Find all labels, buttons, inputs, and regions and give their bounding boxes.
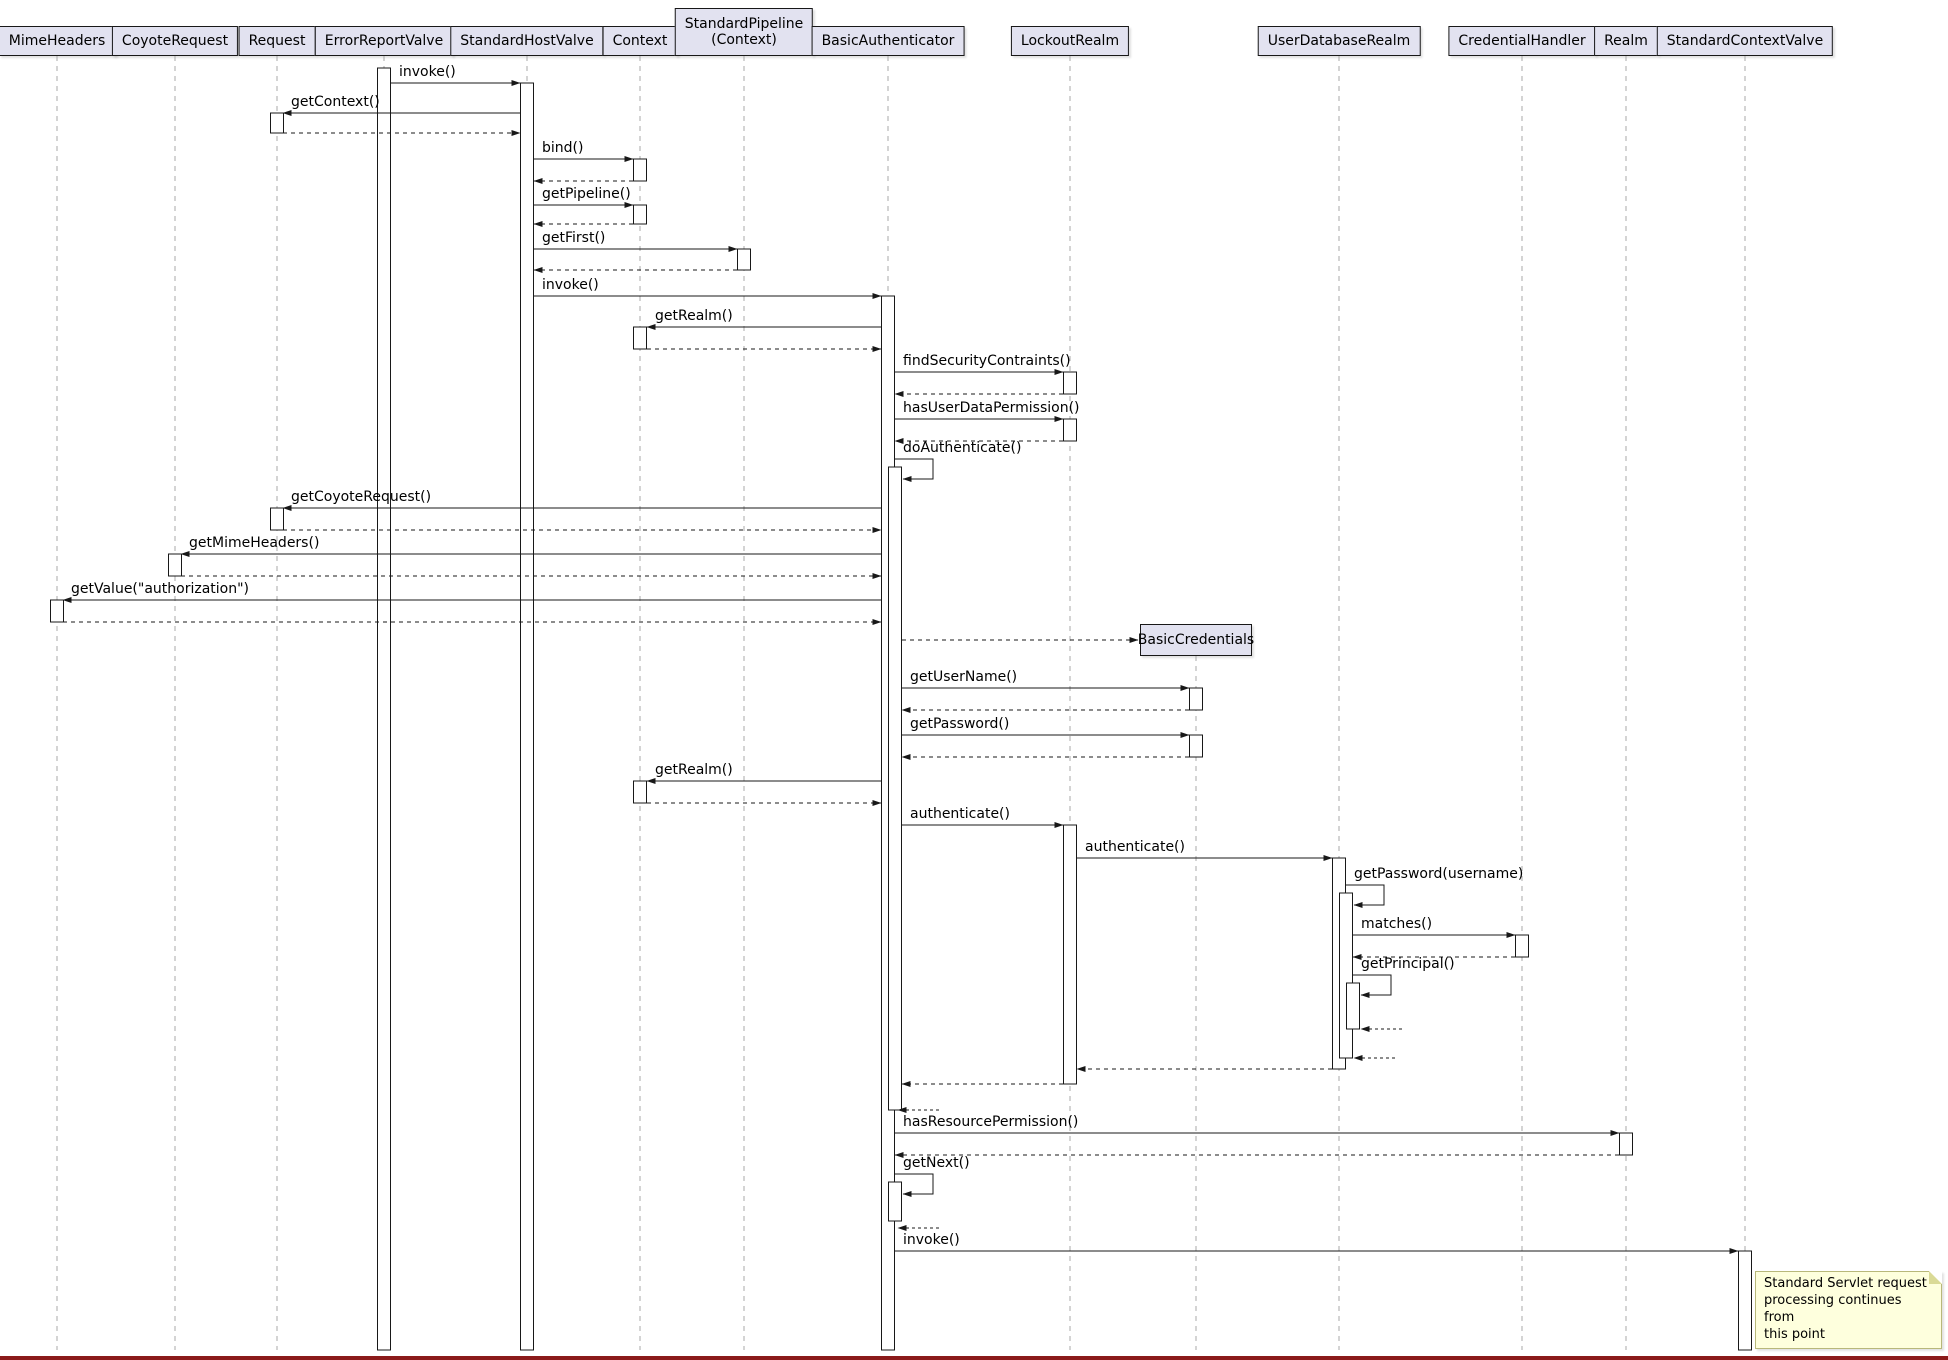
created-object-BasicCredentials: BasicCredentials bbox=[1138, 624, 1254, 656]
message-label: matches() bbox=[1361, 916, 1433, 932]
activation-bar bbox=[50, 599, 64, 623]
activation-bar bbox=[1346, 982, 1360, 1030]
message-label: hasResourcePermission() bbox=[903, 1114, 1079, 1130]
activation-bar bbox=[1189, 687, 1203, 711]
self-message-arrow bbox=[1346, 884, 1385, 908]
message-label: invoke() bbox=[399, 64, 456, 80]
activation-bar bbox=[888, 1181, 902, 1222]
participant-Realm: Realm bbox=[1594, 26, 1658, 56]
message-label: getPassword() bbox=[910, 716, 1010, 732]
message-label: getRealm() bbox=[655, 308, 733, 324]
activation-bar bbox=[1738, 1250, 1752, 1351]
message-label: getPrincipal() bbox=[1361, 956, 1455, 972]
activation-bar bbox=[633, 204, 647, 225]
participant-UserDatabaseRealm: UserDatabaseRealm bbox=[1257, 26, 1421, 56]
activation-bar bbox=[1515, 934, 1529, 958]
activation-bar bbox=[1619, 1132, 1633, 1156]
activation-bar bbox=[1189, 734, 1203, 758]
participant-BasicAuthenticator: BasicAuthenticator bbox=[811, 26, 965, 56]
activation-bar bbox=[270, 112, 284, 134]
message-label: authenticate() bbox=[1085, 839, 1185, 855]
activation-bar bbox=[520, 82, 534, 1351]
message-label: getRealm() bbox=[655, 762, 733, 778]
message-label: bind() bbox=[542, 140, 584, 156]
participant-StandardHostValve: StandardHostValve bbox=[450, 26, 604, 56]
message-label: authenticate() bbox=[910, 806, 1010, 822]
message-label: invoke() bbox=[903, 1232, 960, 1248]
note: Standard Servlet request processing cont… bbox=[1755, 1271, 1942, 1349]
activation-bar bbox=[1063, 371, 1077, 395]
message-label: findSecurityContraints() bbox=[903, 353, 1071, 369]
message-label: getPipeline() bbox=[542, 186, 631, 202]
participant-CredentialHandler: CredentialHandler bbox=[1448, 26, 1596, 56]
participant-Context: Context bbox=[602, 26, 678, 56]
message-label: doAuthenticate() bbox=[903, 440, 1022, 456]
message-label: invoke() bbox=[542, 277, 599, 293]
participant-ErrorReportValve: ErrorReportValve bbox=[314, 26, 454, 56]
message-label: getValue("authorization") bbox=[71, 581, 250, 597]
activation-bar bbox=[888, 466, 902, 1111]
message-label: getNext() bbox=[903, 1155, 970, 1171]
activation-bar bbox=[881, 295, 895, 1351]
activation-bar bbox=[1332, 857, 1346, 1070]
activation-bar bbox=[1063, 418, 1077, 442]
diagram-bottom-edge bbox=[0, 1356, 1948, 1360]
activation-bar bbox=[633, 780, 647, 804]
participant-Request: Request bbox=[238, 26, 316, 56]
participant-MimeHeaders: MimeHeaders bbox=[0, 26, 116, 56]
activation-bar bbox=[1063, 824, 1077, 1085]
activation-bar bbox=[1339, 892, 1353, 1059]
activation-bar bbox=[633, 158, 647, 182]
message-label: getPassword(username) bbox=[1354, 866, 1524, 882]
activation-bar bbox=[270, 507, 284, 531]
message-label: getUserName() bbox=[910, 669, 1018, 685]
activation-bar bbox=[168, 553, 182, 577]
participant-StandardContextValve: StandardContextValve bbox=[1656, 26, 1834, 56]
activation-bar bbox=[633, 326, 647, 350]
message-label: getCoyoteRequest() bbox=[291, 489, 432, 505]
message-label: getFirst() bbox=[542, 230, 606, 246]
participant-CoyoteRequest: CoyoteRequest bbox=[111, 26, 239, 56]
activation-bar bbox=[737, 248, 751, 271]
message-label: hasUserDataPermission() bbox=[903, 400, 1080, 416]
self-message-arrow bbox=[895, 458, 934, 482]
message-label: getMimeHeaders() bbox=[189, 535, 320, 551]
participant-StandardPipeline: StandardPipeline (Context) bbox=[674, 8, 814, 56]
self-message-arrow bbox=[1353, 974, 1392, 998]
self-message-arrow bbox=[895, 1173, 934, 1197]
participant-LockoutRealm: LockoutRealm bbox=[1010, 26, 1130, 56]
activation-bar bbox=[377, 67, 391, 1351]
message-label: getContext() bbox=[291, 94, 380, 110]
